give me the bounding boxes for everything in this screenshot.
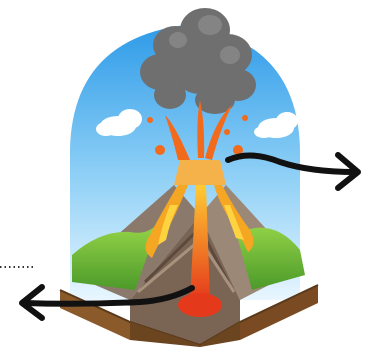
- crater: [174, 160, 226, 185]
- smoke-plume: [140, 8, 256, 114]
- magma-chamber: [178, 293, 222, 317]
